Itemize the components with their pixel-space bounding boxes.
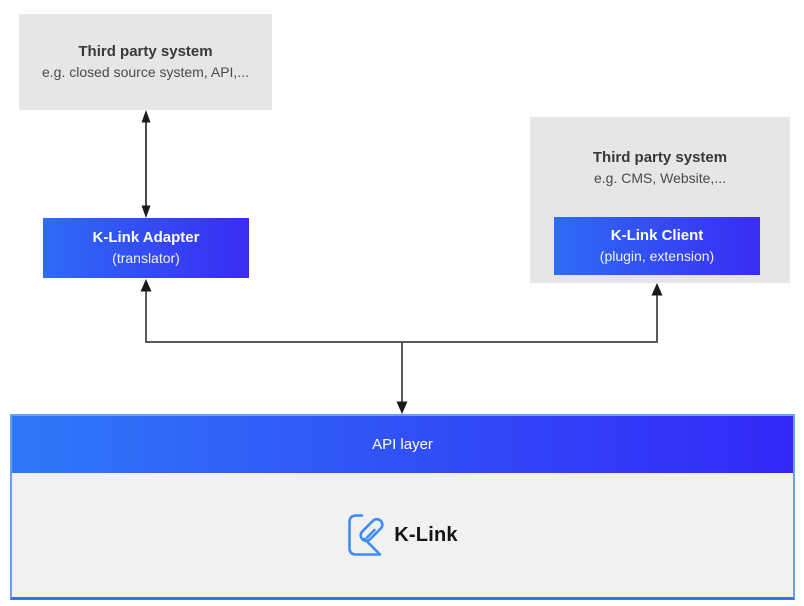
third-party-system-left-box: Third party system e.g. closed source sy… — [19, 14, 272, 110]
k-link-adapter-title: K-Link Adapter — [92, 229, 200, 247]
k-link-logo: K-Link — [347, 513, 458, 557]
k-link-platform-box: API layer K-Link — [10, 414, 795, 600]
k-link-logo-text: K-Link — [394, 523, 458, 546]
arrowhead-up-client — [651, 283, 663, 296]
k-link-paperclip-logo-icon — [348, 514, 384, 556]
third-party-system-right-box: Third party system e.g. CMS, Website,...… — [530, 117, 790, 283]
arrowhead-up-adapter — [140, 279, 152, 292]
api-layer-label: API layer — [372, 436, 433, 453]
third-party-right-title: Third party system — [592, 149, 728, 166]
k-link-platform-body: K-Link — [12, 473, 793, 597]
third-party-left-subtitle: e.g. closed source system, API,... — [42, 64, 249, 81]
third-party-right-subtitle: e.g. CMS, Website,... — [593, 170, 726, 186]
arrowhead-down-adapter — [141, 205, 151, 218]
third-party-left-title: Third party system — [78, 43, 213, 61]
arrowhead-down-api-layer — [396, 401, 408, 414]
arrowhead-up-top — [141, 110, 151, 123]
k-link-adapter-box: K-Link Adapter (translator) — [43, 218, 249, 278]
third-party-right-text: Third party system e.g. CMS, Website,... — [530, 149, 790, 187]
k-link-client-subtitle: (plugin, extension) — [599, 248, 715, 265]
k-link-client-box: K-Link Client (plugin, extension) — [554, 217, 760, 275]
k-link-client-title: K-Link Client — [610, 227, 704, 245]
api-layer-band: API layer — [12, 416, 793, 473]
k-link-adapter-subtitle: (translator) — [112, 250, 180, 267]
connector-branch-line — [145, 290, 658, 343]
